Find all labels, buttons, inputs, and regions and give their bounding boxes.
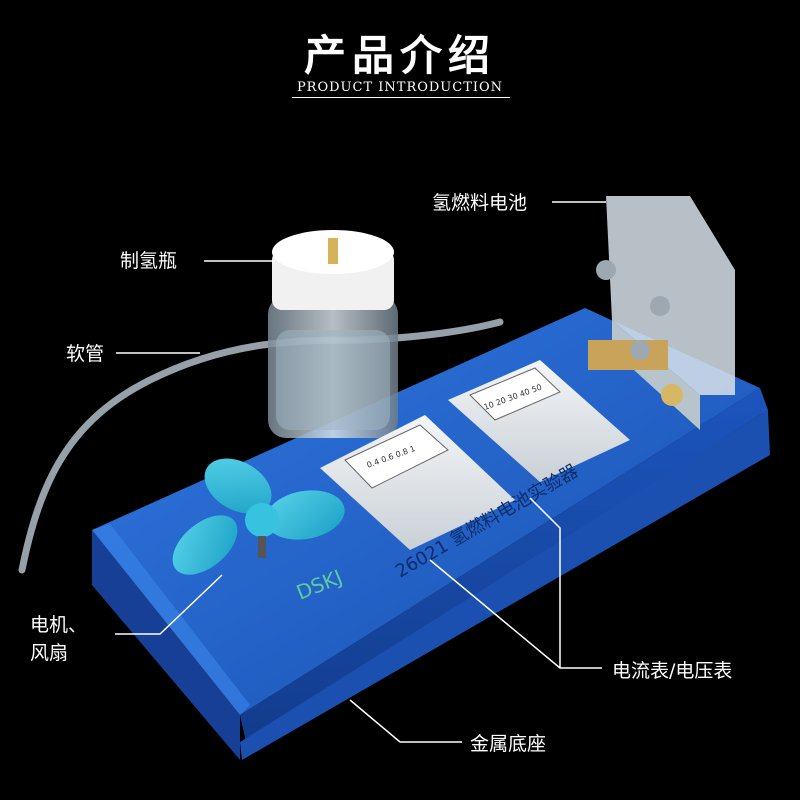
ammeter [320, 415, 515, 550]
subtitle-underline [292, 97, 510, 98]
label-fan: 风扇 [30, 642, 69, 664]
leader-lines [115, 201, 606, 743]
label-motor: 电机、 [30, 614, 88, 636]
label-tube: 软管 [66, 343, 105, 365]
label-meters: 电流表/电压表 [612, 660, 733, 682]
fan [172, 458, 345, 575]
tube [18, 318, 504, 574]
page-subtitle: PRODUCT INTRODUCTION [296, 80, 504, 95]
fuel-cell [588, 196, 735, 430]
label-base: 金属底座 [470, 733, 547, 755]
label-fuel-cell: 氢燃料电池 [432, 192, 528, 214]
voltmeter [448, 360, 630, 482]
page-title: 产品介绍 [303, 31, 496, 80]
hydrogen-bottle [268, 230, 398, 438]
label-bottle: 制氢瓶 [120, 250, 178, 272]
